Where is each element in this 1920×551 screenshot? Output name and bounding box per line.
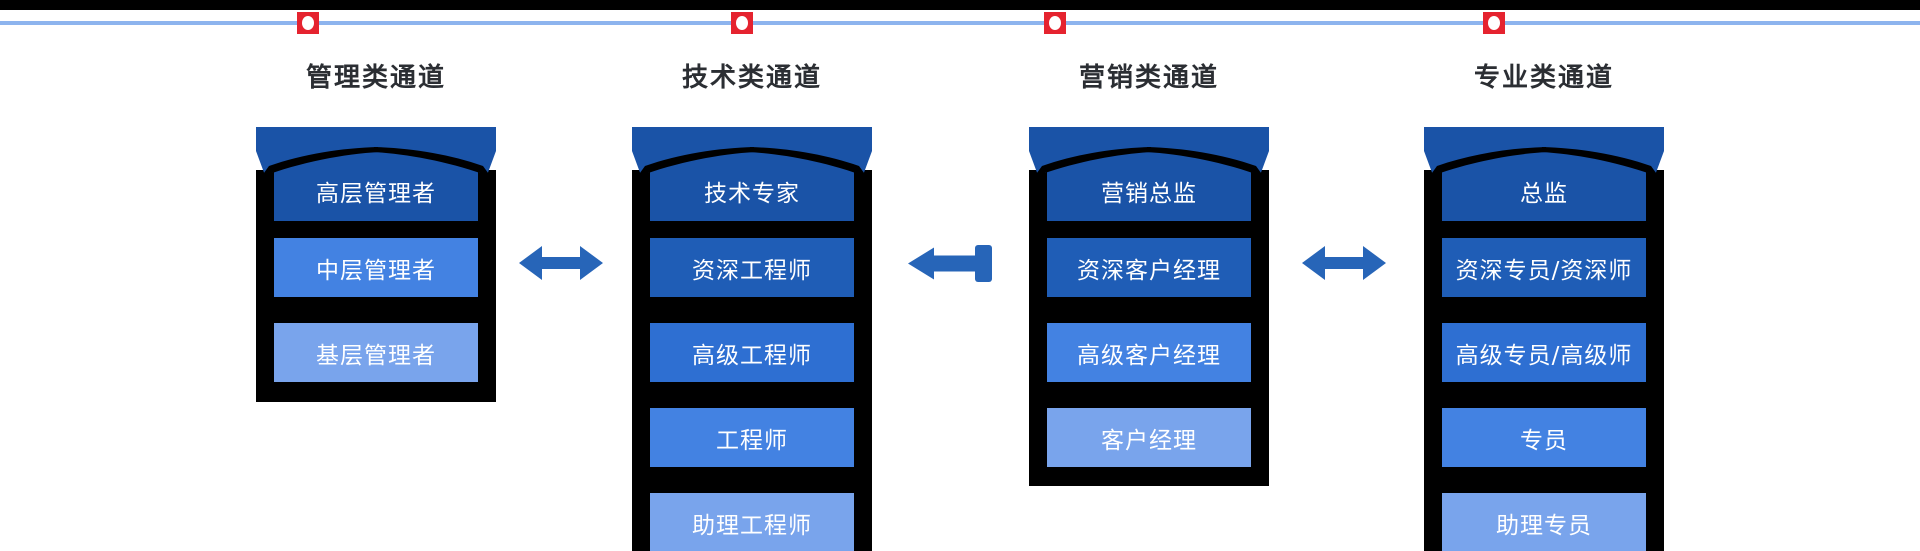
role-bar: 高级工程师	[650, 323, 854, 382]
channel-title: 管理类通道	[305, 63, 446, 93]
open-box-header-icon	[1029, 127, 1269, 221]
bidirectional-arrow-icon	[1302, 246, 1386, 280]
role-bar: 资深专员/资深师	[1442, 238, 1646, 297]
role-bar: 工程师	[650, 408, 854, 467]
channel-title: 专业类通道	[1473, 63, 1614, 93]
bidirectional-arrow-icon	[519, 246, 603, 280]
role-bar: 高级客户经理	[1047, 323, 1251, 382]
marker-dot-icon	[1049, 16, 1061, 30]
open-box-header-icon	[1424, 127, 1664, 221]
role-bar: 中层管理者	[274, 238, 478, 297]
marker-dot-icon	[1488, 16, 1500, 30]
timeline-marker	[1483, 12, 1505, 34]
open-box-header-icon	[256, 127, 496, 221]
top-role-bar: 总监	[1520, 181, 1568, 207]
top-role-bar: 技术专家	[704, 181, 800, 207]
role-bar: 专员	[1442, 408, 1646, 467]
channel-title: 营销类通道	[1078, 63, 1219, 93]
role-bar: 资深工程师	[650, 238, 854, 297]
role-bar: 基层管理者	[274, 323, 478, 382]
channel-marketing: 营销类通道 营销总监 资深客户经理高级客户经理客户经理	[1029, 0, 1269, 551]
channel-professional: 专业类通道 总监 资深专员/资深师高级专员/高级师专员助理专员	[1424, 0, 1664, 551]
timeline-marker	[731, 12, 753, 34]
role-bar: 客户经理	[1047, 408, 1251, 467]
top-role-bar: 营销总监	[1101, 181, 1197, 207]
role-bar: 高级专员/高级师	[1442, 323, 1646, 382]
timeline-line	[0, 21, 1920, 25]
channel-title: 技术类通道	[681, 63, 822, 93]
role-bar: 助理工程师	[650, 493, 854, 551]
channel-management: 管理类通道 高层管理者 中层管理者基层管理者	[256, 0, 496, 551]
channel-technical: 技术类通道 技术专家 资深工程师高级工程师工程师助理工程师	[632, 0, 872, 551]
marker-dot-icon	[302, 16, 314, 30]
open-box-header-icon	[632, 127, 872, 221]
top-role-bar: 高层管理者	[316, 181, 436, 207]
marker-dot-icon	[736, 16, 748, 30]
left-arrow-icon	[908, 245, 992, 282]
role-bar: 助理专员	[1442, 493, 1646, 551]
timeline-marker	[297, 12, 319, 34]
role-bar: 资深客户经理	[1047, 238, 1251, 297]
top-border-bar	[0, 0, 1920, 10]
timeline-marker	[1044, 12, 1066, 34]
